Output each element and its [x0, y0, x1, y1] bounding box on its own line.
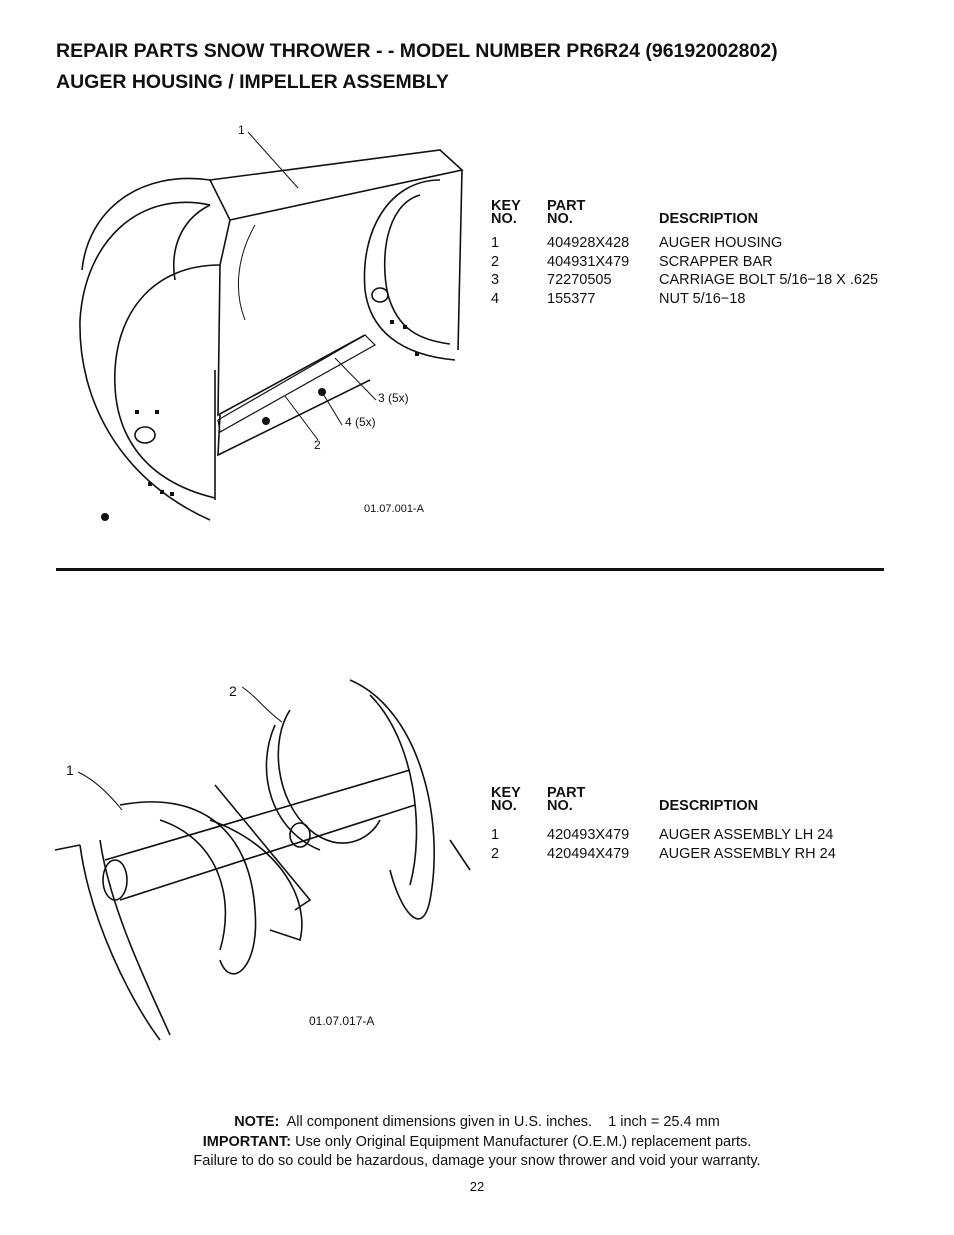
part-cell: 404928X428 — [547, 235, 630, 251]
key-cell: 3 — [491, 272, 500, 288]
part-header: PART — [547, 785, 586, 801]
callout-1: 1 — [66, 762, 74, 778]
page-title: REPAIR PARTS SNOW THROWER - - MODEL NUMB… — [56, 40, 778, 62]
key-header-no: NO. — [491, 798, 517, 814]
table-row: 1 404928X428 AUGER HOUSING — [491, 234, 891, 253]
part-cell: 420493X479 — [547, 827, 630, 843]
part-cell: 404931X479 — [547, 253, 630, 270]
parts-table-header: KEY NO. PART NO. DESCRIPTION — [491, 197, 891, 234]
callout-2: 2 — [229, 683, 237, 699]
callout-2: 2 — [314, 438, 321, 452]
key-cell: 1 — [491, 235, 500, 251]
parts-table-header: KEY NO. PART NO. DESCRIPTION — [491, 784, 891, 821]
auger-housing-diagram — [79, 131, 464, 521]
part-cell: 72270505 — [547, 272, 612, 288]
page-subtitle: AUGER HOUSING / IMPELLER ASSEMBLY — [56, 71, 449, 93]
part-cell: 155377 — [547, 290, 596, 307]
key-cell: 4 — [491, 290, 500, 307]
note-label: NOTE: — [234, 1114, 280, 1130]
table-row: 2 420494X479 AUGER ASSEMBLY RH 24 — [491, 845, 891, 864]
table-row: 1 420493X479 AUGER ASSEMBLY LH 24 — [491, 826, 891, 845]
description-header: DESCRIPTION — [659, 211, 759, 227]
description-cell: NUT 5/16−18 — [659, 290, 746, 307]
part-header-no: NO. — [547, 211, 573, 227]
table-row: 4 155377 NUT 5/16−18 — [491, 290, 891, 309]
callout-1: 1 — [238, 123, 245, 137]
key-cell: 1 — [491, 827, 500, 843]
footer-notes: NOTE: All component dimensions given in … — [0, 1113, 954, 1172]
important-label: IMPORTANT: — [202, 1133, 292, 1150]
figure-code: 01.07.017-A — [309, 1014, 375, 1028]
parts-table-1: KEY NO. PART NO. DESCRIPTION 1 404928X42… — [491, 197, 891, 308]
table-row: 3 72270505 CARRIAGE BOLT 5/16−18 X .625 — [491, 271, 891, 290]
description-cell: AUGER ASSEMBLY LH 24 — [659, 827, 834, 843]
callout-4: 4 (5x) — [345, 415, 376, 429]
section-divider — [56, 568, 884, 571]
warning-line: Failure to do so could be hazardous, dam… — [193, 1153, 761, 1169]
page-number: 22 — [469, 1179, 485, 1194]
description-header: DESCRIPTION — [659, 798, 759, 814]
part-header-no: NO. — [547, 798, 573, 814]
important-line: IMPORTANT: Use only Original Equipment M… — [0, 1133, 954, 1153]
key-cell: 2 — [491, 253, 500, 270]
note-line: NOTE: All component dimensions given in … — [0, 1113, 954, 1133]
key-header: KEY — [491, 198, 521, 214]
table-row: 2 404931X479 SCRAPPER BAR — [491, 253, 891, 272]
part-header: PART — [547, 198, 586, 214]
figure-code: 01.07.001-A — [364, 503, 424, 515]
key-cell: 2 — [491, 845, 500, 862]
important-text: Use only Original Equipment Manufacturer… — [291, 1133, 752, 1150]
description-cell: AUGER HOUSING — [659, 235, 783, 251]
auger-assembly-diagram — [54, 679, 471, 1041]
note-text: All component dimensions given in U.S. i… — [279, 1114, 720, 1130]
description-cell: CARRIAGE BOLT 5/16−18 X .625 — [659, 272, 879, 288]
parts-table-2: KEY NO. PART NO. DESCRIPTION 1 420493X47… — [491, 784, 891, 863]
part-cell: 420494X479 — [547, 845, 630, 862]
key-header-no: NO. — [491, 211, 517, 227]
key-header: KEY — [491, 785, 521, 801]
description-cell: SCRAPPER BAR — [659, 253, 773, 270]
callout-3: 3 (5x) — [378, 391, 409, 405]
description-cell: AUGER ASSEMBLY RH 24 — [659, 845, 836, 862]
